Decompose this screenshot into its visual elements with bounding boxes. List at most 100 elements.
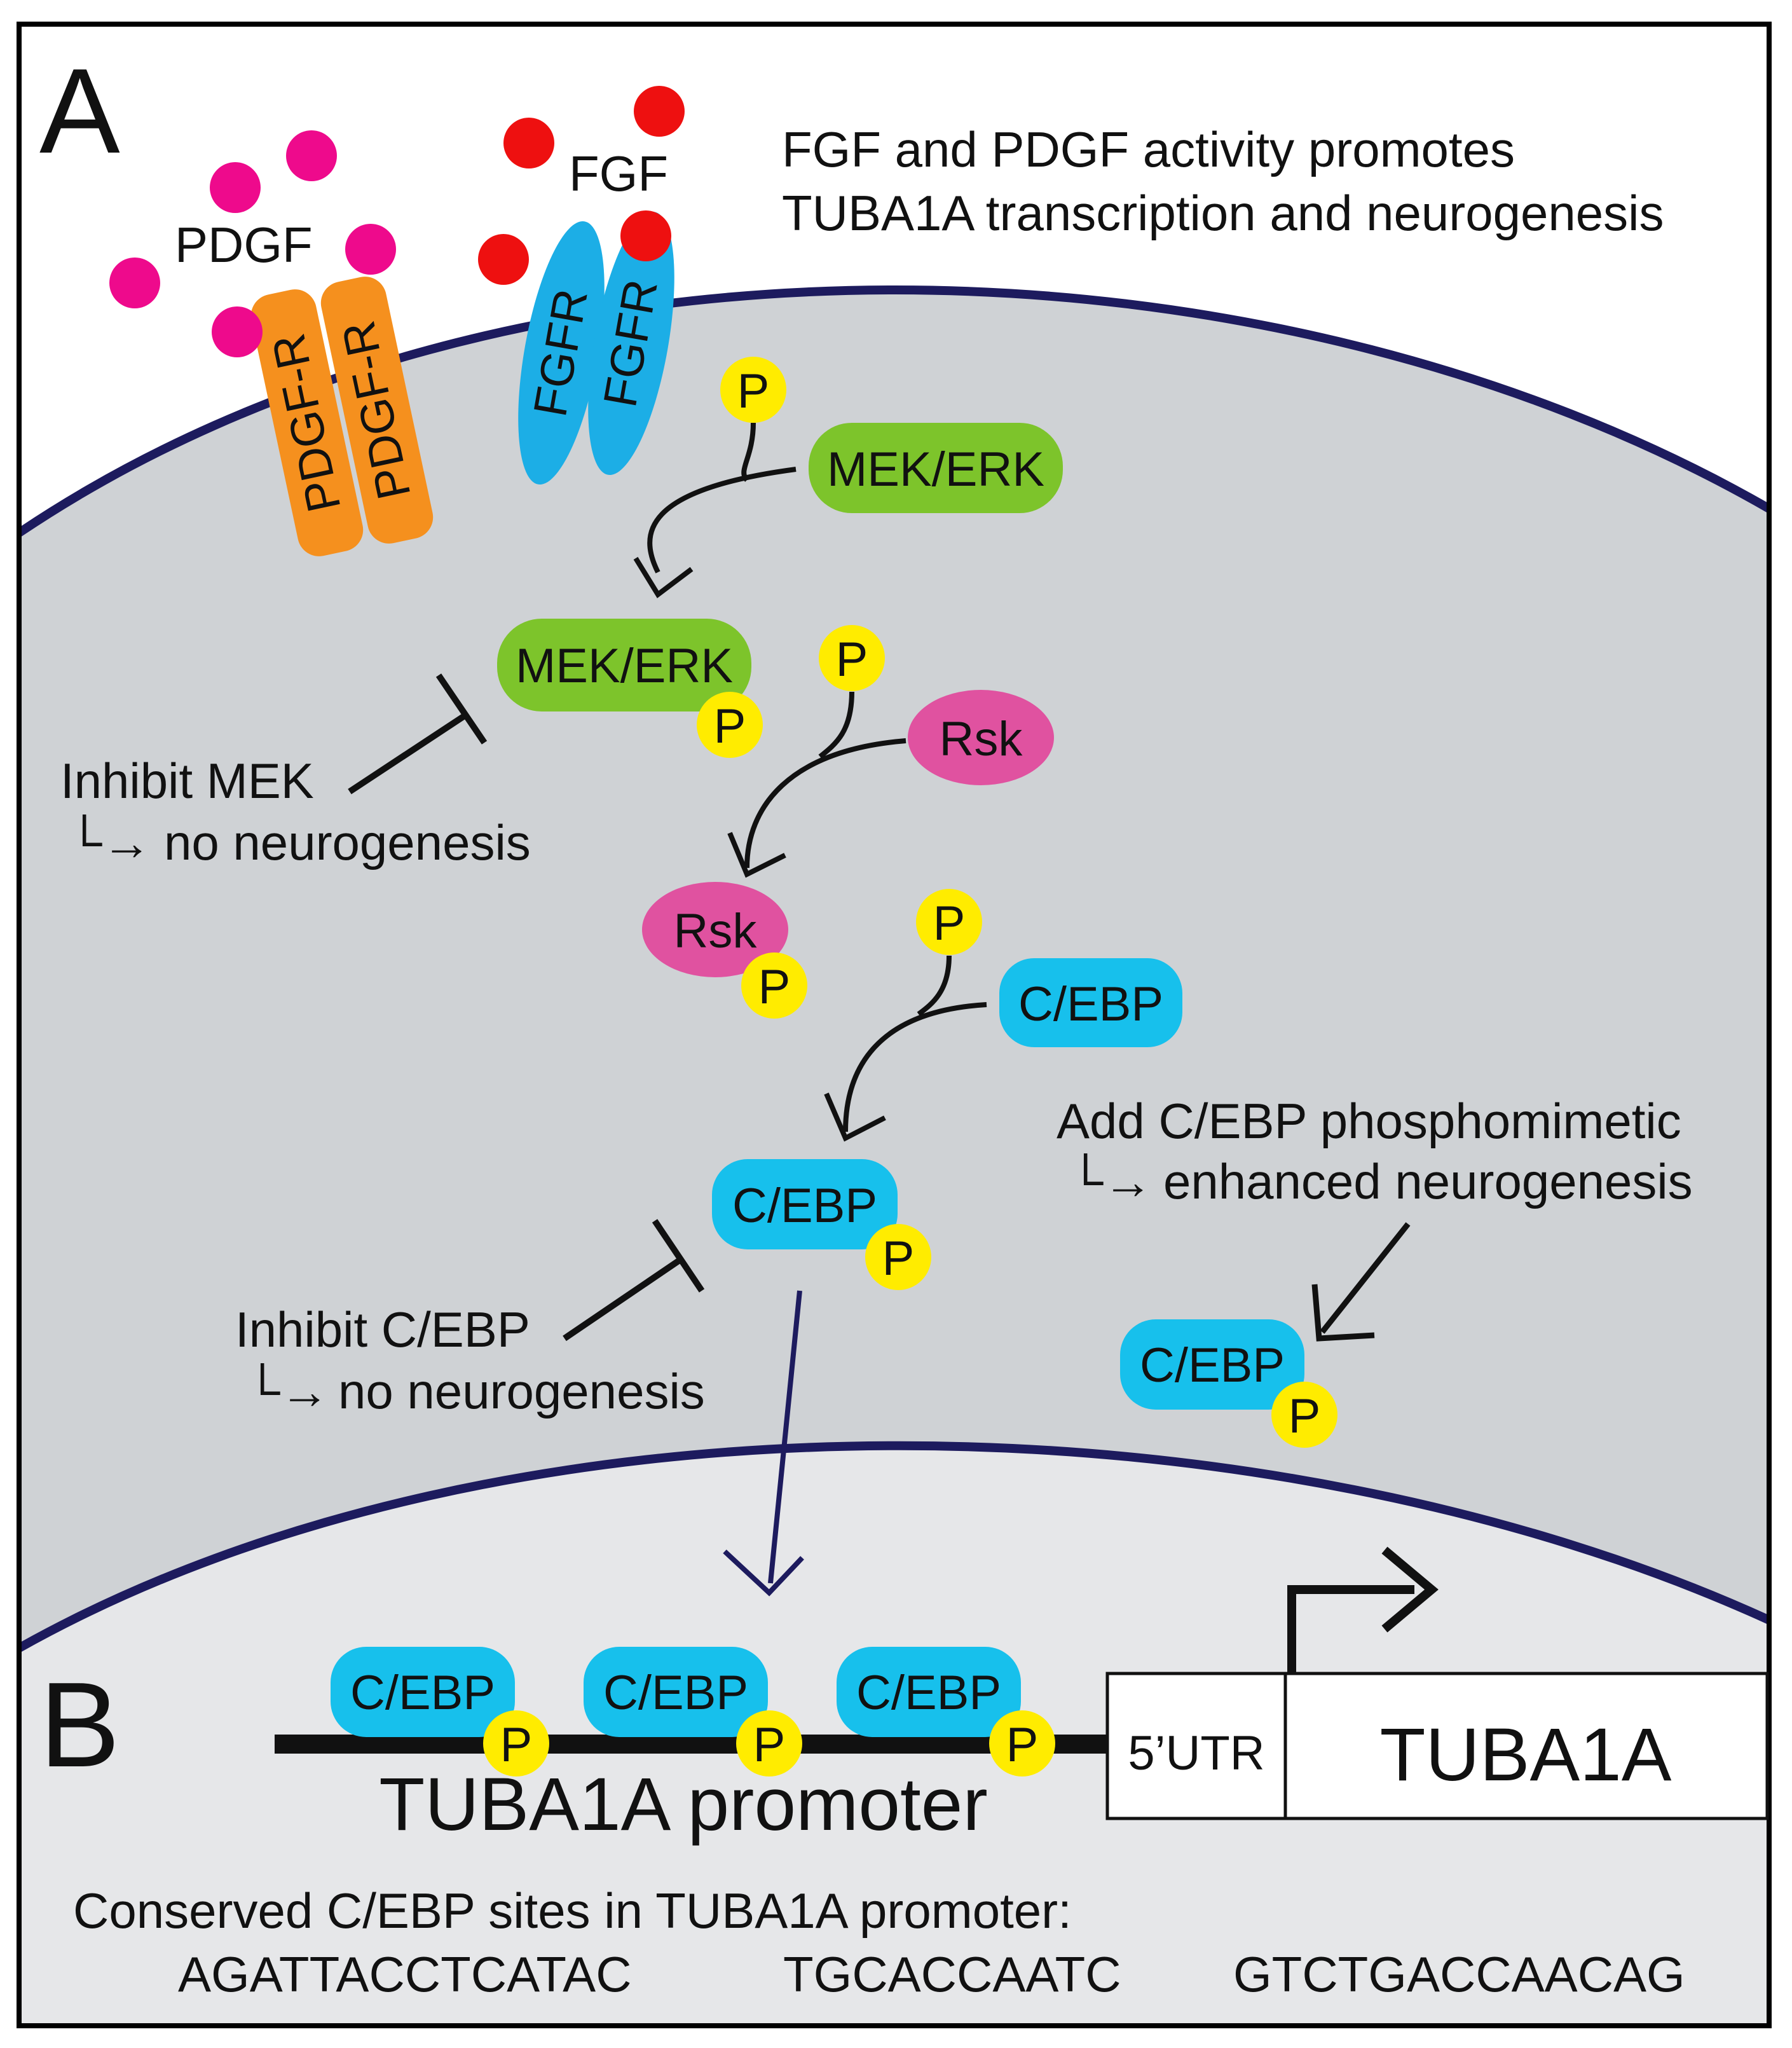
- phosphomimetic-arrow: [1311, 1222, 1411, 1342]
- phosphorylation-arrow: [647, 467, 797, 574]
- bound-cebp-label: C/EBP: [856, 1666, 1001, 1720]
- phosphate-label: P: [882, 1232, 915, 1286]
- cebp-protein: [999, 958, 1182, 1047]
- phosphomimetic-cebp-protein: [1120, 1319, 1304, 1410]
- phosphate-group: [697, 692, 763, 758]
- inhibit-mek-arrow-glyph: └→: [67, 814, 151, 870]
- inhibit-mek-text: Inhibit MEK: [60, 753, 314, 809]
- inhibit-cebp-outcome: no neurogenesis: [338, 1363, 705, 1419]
- pdgf-label: PDGF: [175, 217, 313, 273]
- phosphate-label: P: [758, 960, 791, 1014]
- inhibit-cebp-arrow-glyph: └→: [245, 1363, 329, 1419]
- bound-cebp-label: C/EBP: [350, 1666, 495, 1720]
- phosphate-tether: [818, 691, 854, 759]
- nuclear-membrane: [19, 1441, 1769, 1653]
- phospho-cebp-label: C/EBP: [732, 1179, 877, 1233]
- fgf-ligand: [634, 86, 685, 137]
- plasma-membrane: [19, 285, 1769, 537]
- phosphorylation-arrow: [744, 738, 906, 869]
- outer-border: [17, 22, 1772, 2028]
- inhibit-mek-outcome: no neurogenesis: [164, 814, 531, 870]
- phosphate-label: P: [836, 633, 868, 687]
- phosphate-label: P: [500, 1718, 533, 1772]
- panel-a-caption-line-2: TUBA1A transcription and neurogenesis: [782, 185, 1664, 241]
- phosphate-group: [1271, 1382, 1337, 1448]
- phosphate-group: [736, 1710, 802, 1777]
- fgf-ligand: [503, 118, 554, 168]
- phospho-rsk-label: Rsk: [674, 904, 758, 958]
- phosphate-group: [916, 889, 982, 955]
- cebp-site-sequence: AGATTACCTCATAC: [178, 1946, 632, 2002]
- cebp-site-sequence: GTCTGACCAACAG: [1233, 1946, 1685, 2002]
- bound-cebp-protein: [837, 1647, 1021, 1737]
- panel-b-letter: B: [39, 1658, 120, 1792]
- phospho-cebp-protein: [712, 1159, 898, 1249]
- pdgf-ligands: [109, 130, 396, 357]
- mek-inhibition-bar: [348, 673, 488, 795]
- cebp-inhibition-bar: [563, 1219, 705, 1342]
- phosphate-label: P: [714, 699, 746, 753]
- fgf-receptor-dimer: FGFR FGFR: [518, 211, 674, 485]
- gene-box: [1283, 1672, 1769, 1820]
- arrowhead: [824, 1092, 886, 1142]
- fgf-ligands: [478, 86, 685, 285]
- fgf-receptor: FGFR: [588, 211, 674, 476]
- utr-box: [1105, 1672, 1287, 1820]
- pdgf-ligand: [286, 130, 337, 181]
- arrowhead: [727, 832, 786, 878]
- promoter-label: TUBA1A promoter: [379, 1763, 987, 1846]
- promoter-dna-line: [275, 1735, 1109, 1754]
- rsk-protein: [908, 690, 1054, 785]
- inhibit-cebp-text: Inhibit C/EBP: [235, 1302, 530, 1357]
- pdgf-ligand: [210, 162, 261, 213]
- phosphomimetic-text: Add C/EBP phosphomimetic: [1057, 1093, 1681, 1149]
- phosphomimetic-cebp-label: C/EBP: [1140, 1338, 1285, 1392]
- fgf-ligand: [478, 234, 529, 285]
- phosphate-group: [819, 625, 885, 691]
- pdgf-ligand: [212, 306, 263, 357]
- transcription-start-arrow: [1287, 1546, 1439, 1672]
- phosphorylation-arrow: [843, 1002, 987, 1132]
- phosphate-label: P: [933, 897, 966, 951]
- bound-cebp-label: C/EBP: [603, 1666, 748, 1720]
- pdgf-ligand: [345, 224, 396, 275]
- phosphate-group: [989, 1710, 1055, 1777]
- phosphate-tether: [917, 955, 952, 1017]
- rsk-label: Rsk: [940, 712, 1023, 766]
- gene-label: TUBA1A: [1379, 1713, 1671, 1797]
- pdgf-receptor-dimer: PDGF-R PDGF-R: [250, 277, 434, 556]
- cebp-label: C/EBP: [1018, 977, 1163, 1031]
- panel-a-caption-line-1: FGF and PDGF activity promotes: [782, 121, 1515, 177]
- fgf-ligand: [620, 210, 671, 261]
- bound-cebp-protein: [584, 1647, 768, 1737]
- arrowhead: [633, 556, 694, 598]
- promoter-bound-cebp: C/EBP P: [331, 1647, 549, 1777]
- mek-erk-label: MEK/ERK: [827, 443, 1044, 497]
- utr-label: 5’UTR: [1128, 1726, 1264, 1780]
- nuclear-translocation-arrow: [723, 1290, 804, 1597]
- pdgf-ligand: [109, 258, 160, 308]
- phosphate-label: P: [1006, 1718, 1039, 1772]
- promoter-bound-cebp: C/EBP P: [837, 1647, 1055, 1777]
- panel-a-letter: A: [39, 44, 120, 179]
- sites-caption: Conserved C/EBP sites in TUBA1A promoter…: [73, 1883, 1072, 1939]
- phosphomimetic-outcome: enhanced neurogenesis: [1163, 1153, 1693, 1209]
- phosphate-label: P: [1289, 1389, 1321, 1443]
- phosphate-group: [483, 1710, 549, 1777]
- phosphate-label: P: [737, 364, 770, 418]
- phosphate-group: [865, 1224, 931, 1290]
- phosphate-label: P: [753, 1718, 786, 1772]
- cebp-site-sequence: TGCACCAATC: [783, 1946, 1121, 2002]
- fgf-receptor: FGFR: [518, 221, 605, 485]
- phosphomimetic-arrow-glyph: └→: [1068, 1153, 1152, 1209]
- fgf-label: FGF: [569, 146, 668, 202]
- phospho-mek-erk-label: MEK/ERK: [516, 639, 733, 693]
- mek-erk-protein: [809, 423, 1063, 513]
- promoter-bound-cebp: C/EBP P: [584, 1647, 802, 1777]
- phospho-rsk-protein: [642, 882, 788, 977]
- bound-cebp-protein: [331, 1647, 515, 1737]
- phosphate-group: [720, 357, 786, 423]
- phosphate-group: [741, 952, 807, 1019]
- phospho-mek-erk-protein: [497, 619, 751, 711]
